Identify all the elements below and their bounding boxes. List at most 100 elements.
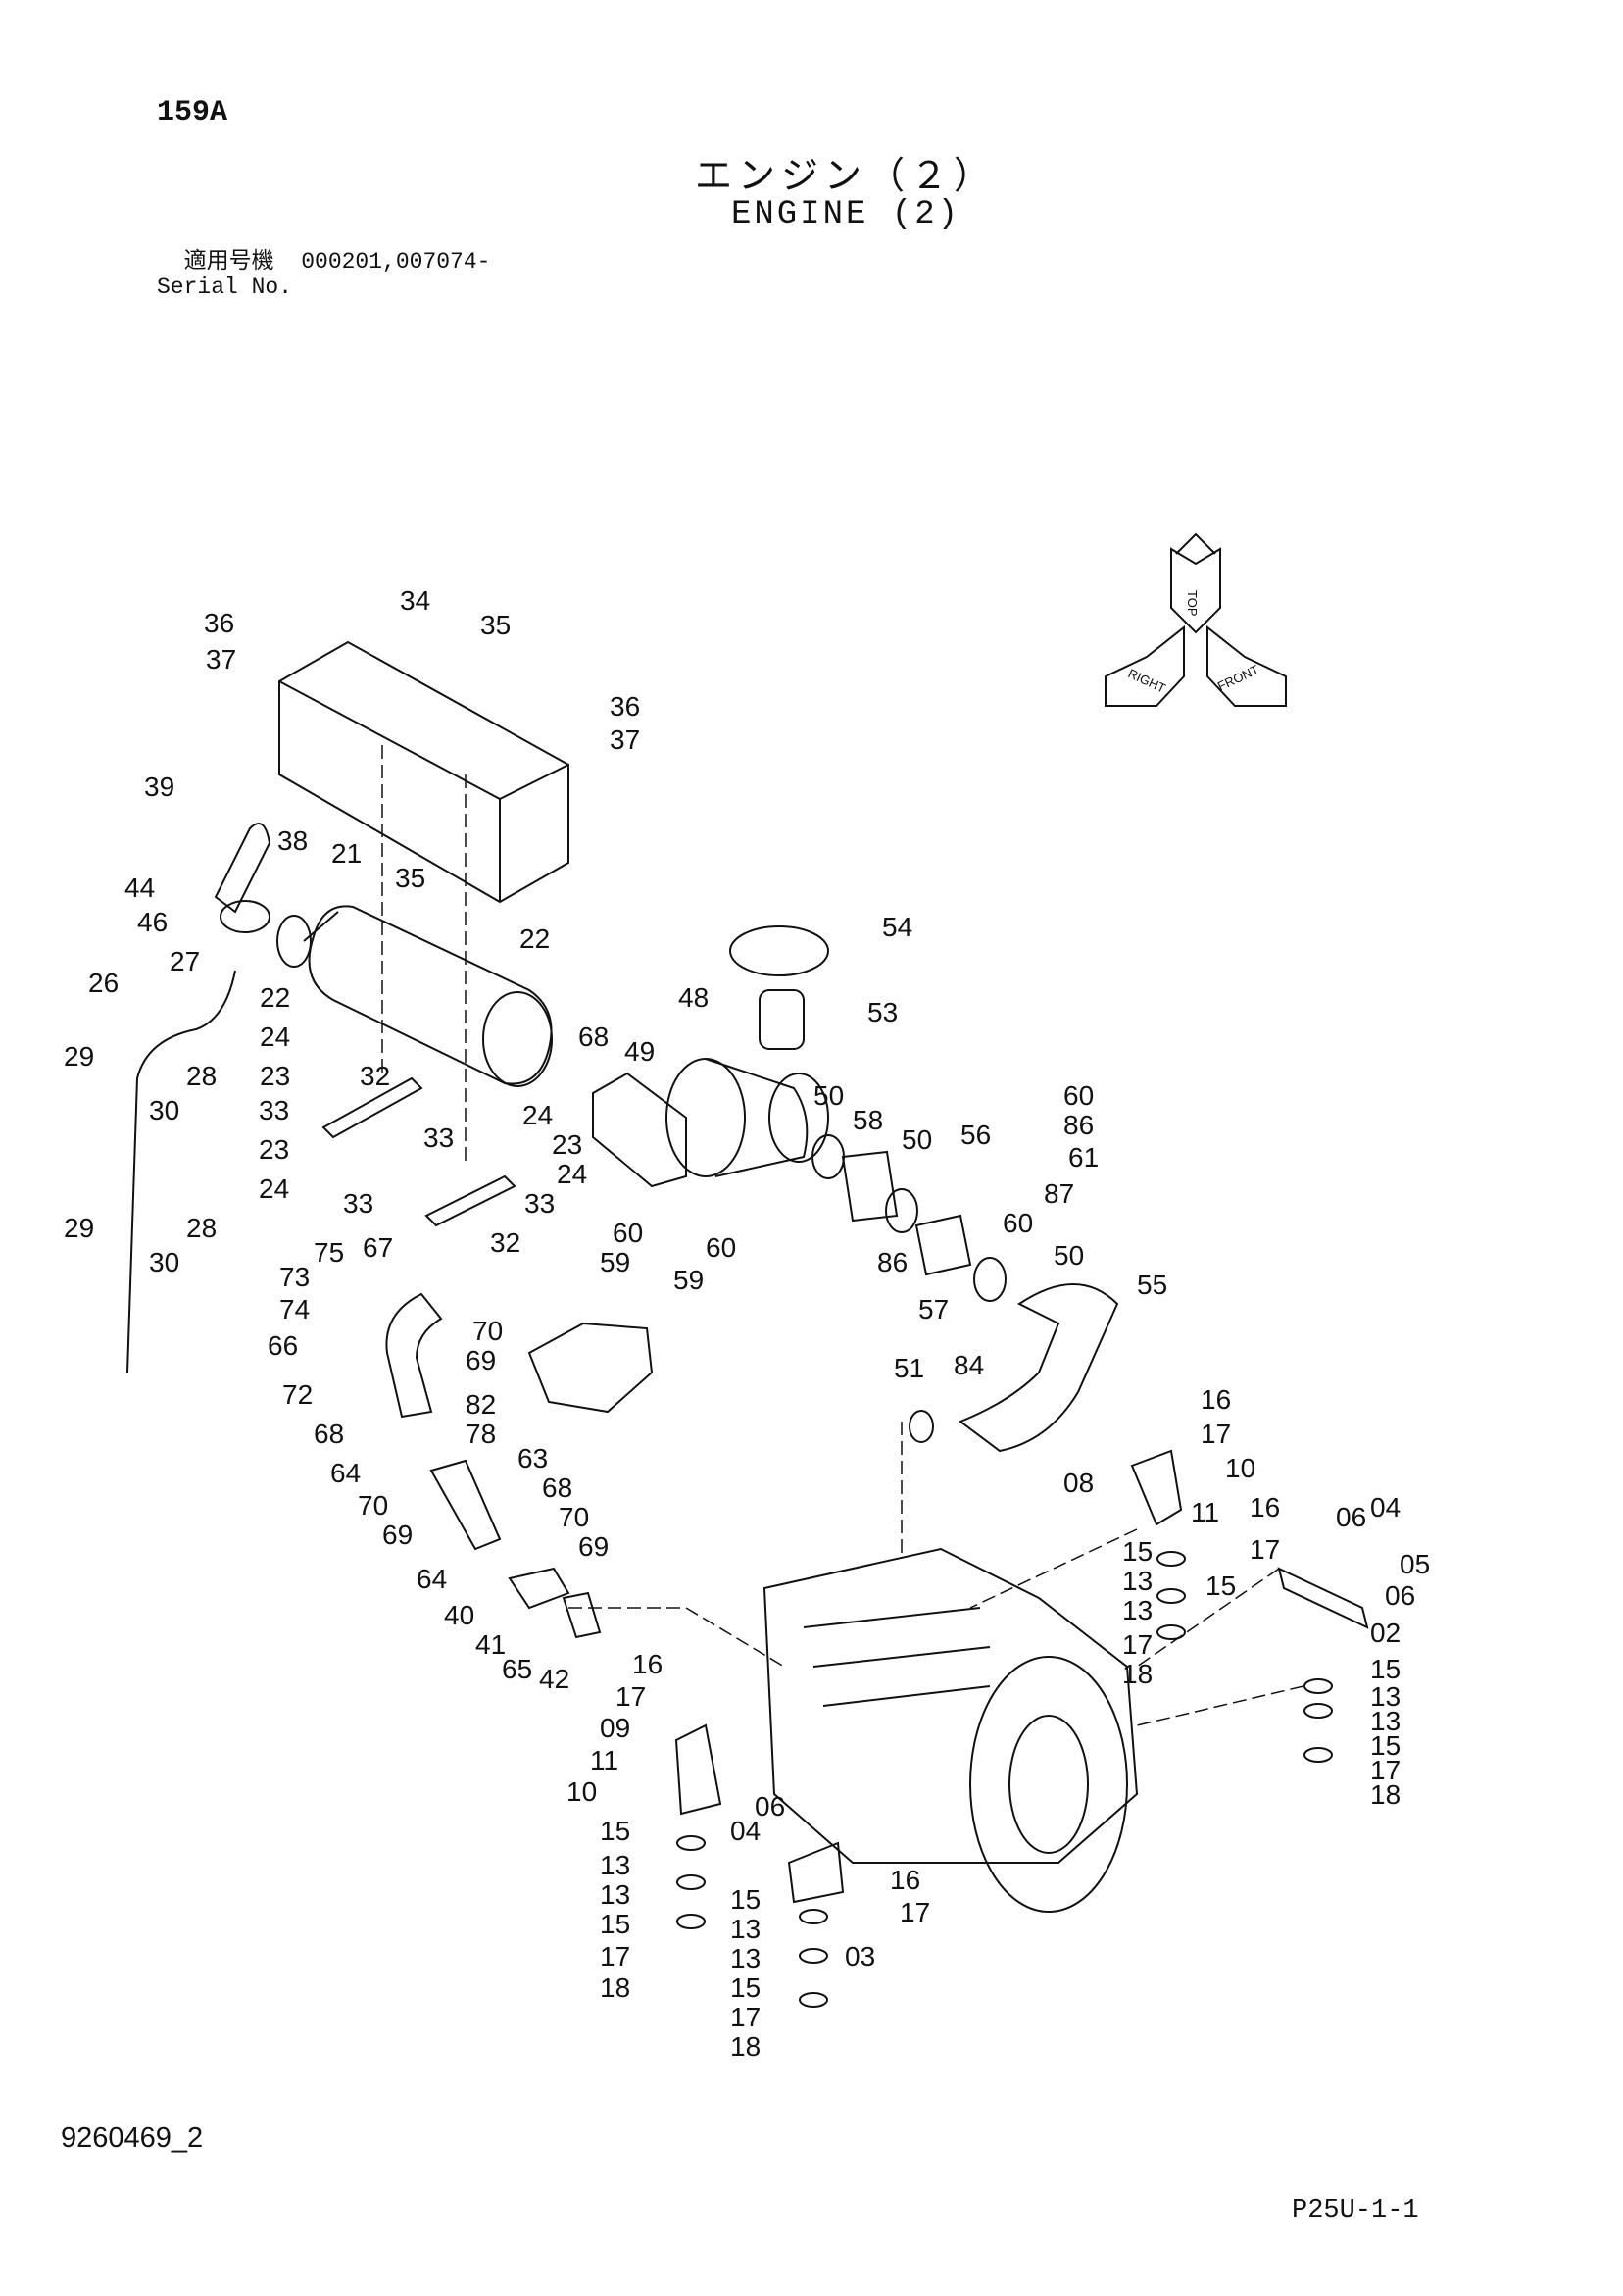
- callout-label: 68: [578, 1022, 609, 1052]
- callout-label: 13: [600, 1879, 630, 1910]
- callout-label: 13: [1370, 1706, 1401, 1736]
- callout-label: 41: [475, 1629, 506, 1660]
- callout-label: 17: [1122, 1629, 1153, 1660]
- serial-label-english: Serial No.: [157, 275, 293, 300]
- callout-label: 37: [610, 724, 640, 755]
- callout-label: 10: [566, 1776, 597, 1807]
- callout-label: 49: [624, 1036, 655, 1067]
- callout-label: 17: [900, 1897, 930, 1927]
- callout-label: 55: [1137, 1270, 1167, 1300]
- hose-58: [841, 1150, 899, 1223]
- callout-label: 15: [1370, 1730, 1401, 1761]
- callout-label: 44: [124, 873, 155, 903]
- air-cleaner: [665, 1058, 829, 1177]
- callout-label: 23: [552, 1129, 582, 1160]
- callout-label: 73: [279, 1262, 310, 1292]
- callout-label: 04: [1370, 1492, 1401, 1522]
- callout-label: 74: [279, 1294, 310, 1324]
- callout-label: 22: [519, 923, 550, 954]
- callout-label: 30: [149, 1247, 179, 1277]
- callout-label: 18: [1370, 1779, 1401, 1810]
- callout-label: 15: [1205, 1571, 1236, 1601]
- callout-label: 60: [1063, 1080, 1094, 1111]
- orientation-label-right: RIGHT: [1126, 666, 1168, 696]
- callout-label: 21: [331, 838, 362, 869]
- callout-label: 10: [1225, 1453, 1255, 1483]
- callout-label: 66: [268, 1330, 298, 1361]
- callout-label: 17: [1201, 1419, 1231, 1449]
- document-number: 9260469_2: [61, 2122, 204, 2154]
- callout-label: 38: [277, 825, 308, 856]
- page-reference: P25U-1-1: [1292, 2196, 1419, 2225]
- callout-label: 70: [559, 1502, 589, 1532]
- callout-label: 63: [517, 1443, 548, 1473]
- callout-label: 35: [395, 863, 425, 893]
- callout-label: 33: [343, 1188, 373, 1219]
- callout-label: 04: [730, 1816, 761, 1846]
- callout-label: 70: [358, 1490, 388, 1521]
- callout-label: 13: [730, 1914, 761, 1944]
- callout-label: 23: [260, 1061, 290, 1091]
- callout-label: 59: [600, 1247, 630, 1277]
- callout-label: 29: [64, 1213, 94, 1243]
- callout-label: 64: [330, 1458, 361, 1488]
- callout-label: 24: [557, 1159, 587, 1189]
- callout-label: 06: [1385, 1580, 1415, 1611]
- callout-label: 13: [1122, 1595, 1153, 1625]
- callout-label: 17: [1370, 1755, 1401, 1785]
- callout-label: 16: [1250, 1492, 1280, 1522]
- callout-label: 16: [632, 1649, 663, 1679]
- callout-label: 69: [466, 1345, 496, 1375]
- mount-stack-right-front: [1156, 1551, 1186, 1640]
- callout-label: 15: [730, 1972, 761, 2003]
- heat-shield: [527, 1322, 654, 1414]
- callout-label: 67: [363, 1232, 393, 1263]
- clamp-51: [909, 1410, 934, 1443]
- callout-label: 59: [673, 1265, 704, 1295]
- callout-label: 13: [1122, 1566, 1153, 1596]
- callout-label: 75: [314, 1237, 344, 1268]
- callout-label: 18: [600, 1972, 630, 2003]
- callout-label: 06: [755, 1791, 785, 1822]
- callout-label: 86: [1063, 1110, 1094, 1140]
- serial-label-japanese: 適用号機: [183, 249, 274, 275]
- callout-label: 70: [472, 1316, 503, 1346]
- callout-label: 24: [522, 1100, 553, 1130]
- exhaust-gasket: [562, 1591, 602, 1639]
- callout-label: 68: [314, 1419, 344, 1449]
- muffler: [303, 905, 553, 1087]
- callout-label: 26: [88, 968, 119, 998]
- callout-label: 42: [539, 1664, 569, 1694]
- callout-label: 36: [204, 608, 234, 638]
- callout-label: 17: [730, 2002, 761, 2032]
- callout-label: 23: [259, 1134, 289, 1165]
- callout-label: 08: [1063, 1468, 1094, 1498]
- callout-label: 58: [853, 1105, 883, 1135]
- clamp-50a: [812, 1134, 845, 1179]
- callout-label: 28: [186, 1213, 217, 1243]
- callout-label: 51: [894, 1353, 924, 1383]
- callout-label: 18: [1122, 1659, 1153, 1689]
- callout-label: 57: [918, 1294, 949, 1324]
- page-title-english: ENGINE (2): [730, 196, 961, 233]
- callout-label: 17: [600, 1941, 630, 1972]
- callout-label: 16: [1201, 1384, 1231, 1415]
- orientation-indicator: TOP RIGHT FRONT: [1105, 532, 1287, 707]
- callout-label: 15: [1122, 1536, 1153, 1567]
- callout-label: 68: [542, 1472, 572, 1503]
- mount-stack-left-rear: [799, 1909, 828, 2008]
- callout-label: 69: [382, 1520, 413, 1550]
- callout-label: 37: [206, 644, 236, 674]
- callout-label: 18: [730, 2031, 761, 2062]
- muffler-bracket-lower: [424, 1174, 516, 1227]
- callout-label: 35: [480, 610, 511, 640]
- callout-label: 16: [890, 1865, 920, 1895]
- clamp-50b: [885, 1188, 918, 1233]
- callout-label: 32: [360, 1061, 390, 1091]
- callout-label: 82: [466, 1389, 496, 1420]
- callout-label: 13: [730, 1943, 761, 1973]
- callout-label: 65: [502, 1654, 532, 1684]
- air-cleaner-valve: [759, 989, 805, 1050]
- callout-label: 50: [1054, 1240, 1084, 1271]
